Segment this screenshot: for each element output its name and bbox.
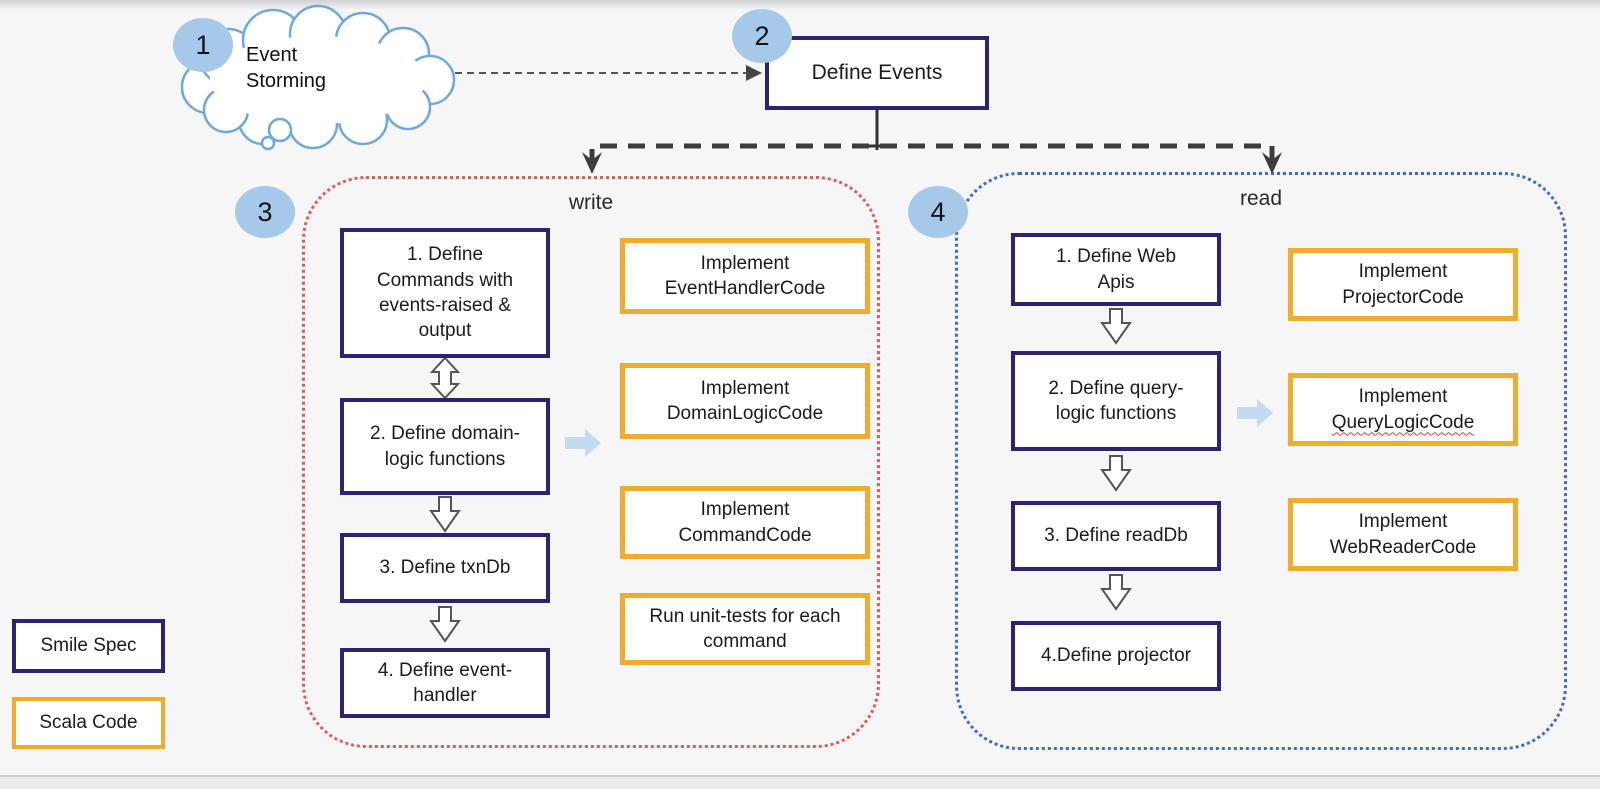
spec-box-query-logic[interactable]: 2. Define query-logic functions [1011,351,1221,451]
code-box-event-handler-code-label: Implement EventHandlerCode [664,252,826,299]
code-box-web-reader-code[interactable]: Implement WebReaderCode [1288,498,1518,571]
legend-smile-spec-label: Smile Spec [40,635,137,656]
query-logic-code-line1: Implement [1358,386,1448,408]
spec-box-define-commands-label: 1. Define Commands with events-raised & … [376,244,514,342]
step-badge-4[interactable]: 4 [908,186,968,238]
legend-scala-code-label: Scala Code [39,712,138,733]
hollow-down-arrow-icon [429,606,461,643]
spec-box-query-logic-label: 2. Define query-logic functions [1048,377,1184,424]
spec-box-define-commands[interactable]: 1. Define Commands with events-raised & … [340,228,550,358]
flow-right-arrow-icon [1237,399,1273,427]
legend-smile-spec[interactable]: Smile Spec [12,619,165,673]
code-box-command-code[interactable]: Implement CommandCode [620,486,870,559]
code-box-query-logic-code-label: Implement QueryLogicCode [1332,384,1475,435]
step-badge-2[interactable]: 2 [732,9,792,63]
define-events-label: Define Events [811,61,943,84]
step-badge-3-number: 3 [257,196,273,227]
hollow-down-arrow-icon [1100,455,1132,492]
code-box-projector-code[interactable]: Implement ProjectorCode [1288,248,1518,321]
code-box-unit-tests[interactable]: Run unit-tests for each command [620,593,870,665]
code-box-unit-tests-label: Run unit-tests for each command [649,605,841,652]
read-section: read 1. Define Web Apis 2. Define query-… [955,172,1567,750]
code-box-domain-logic-code[interactable]: Implement DomainLogicCode [620,363,870,439]
spec-box-event-handler[interactable]: 4. Define event-handler [340,648,550,718]
code-box-domain-logic-code-label: Implement DomainLogicCode [666,377,824,424]
code-box-projector-code-label: Implement ProjectorCode [1342,261,1464,308]
step-badge-1-number: 1 [195,29,211,60]
spec-box-domain-logic[interactable]: 2. Define domain-logic functions [340,398,550,495]
window-bottom-edge [0,775,1600,789]
spec-box-readdb-label: 3. Define readDb [1044,525,1188,547]
window-top-shadow [0,0,1600,10]
step-badge-3[interactable]: 3 [235,186,295,238]
spec-box-domain-logic-label: 2. Define domain-logic functions [370,423,520,470]
read-section-title: read [1239,187,1283,210]
code-box-web-reader-code-label: Implement WebReaderCode [1329,511,1477,558]
hollow-double-arrow-icon [429,356,461,400]
hollow-down-arrow-icon [429,496,461,533]
code-box-event-handler-code[interactable]: Implement EventHandlerCode [620,238,870,314]
query-logic-code-line2-misspelled: QueryLogicCode [1331,411,1475,433]
spec-box-projector[interactable]: 4.Define projector [1011,621,1221,691]
hollow-down-arrow-icon [1100,574,1132,611]
write-section-title: write [568,191,614,214]
define-events-box[interactable]: Define Events [765,36,989,110]
spec-box-txndb-label: 3. Define txnDb [379,557,511,579]
hollow-down-arrow-icon [1100,308,1132,345]
step-badge-4-number: 4 [930,196,946,227]
spec-box-txndb[interactable]: 3. Define txnDb [340,533,550,603]
legend-scala-code[interactable]: Scala Code [12,697,165,749]
step-badge-1[interactable]: 1 [173,18,233,72]
thought-cloud-icon[interactable] [168,4,460,151]
spec-box-readdb[interactable]: 3. Define readDb [1011,501,1221,571]
flow-right-arrow-icon [565,429,601,457]
spec-box-event-handler-label: 4. Define event-handler [377,659,513,706]
spec-box-projector-label: 4.Define projector [1041,645,1191,667]
spec-box-web-apis-label: 1. Define Web Apis [1055,246,1177,293]
cloud-label: Event Storming [246,44,327,92]
step-badge-2-number: 2 [754,20,770,51]
write-section: write 1. Define Commands with events-rai… [302,176,880,748]
spec-box-web-apis[interactable]: 1. Define Web Apis [1011,233,1221,306]
code-box-command-code-label: Implement CommandCode [678,499,812,546]
code-box-query-logic-code[interactable]: Implement QueryLogicCode [1288,373,1518,446]
